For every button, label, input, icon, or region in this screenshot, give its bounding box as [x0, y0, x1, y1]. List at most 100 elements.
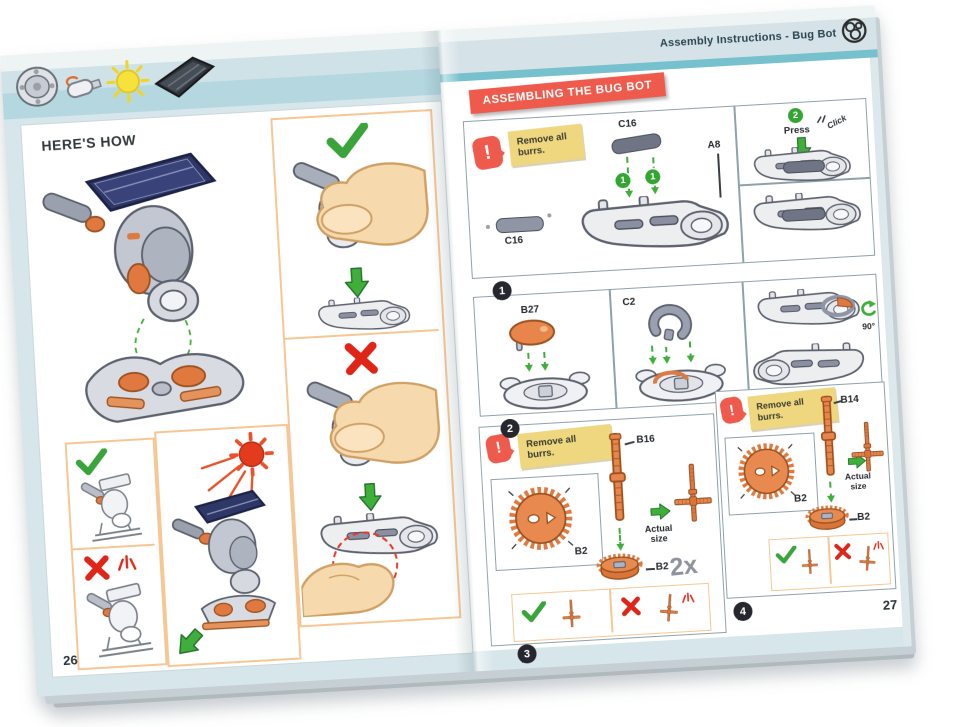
part-b2-gear [591, 550, 649, 585]
motor-icon [16, 66, 59, 107]
panel-divider [72, 543, 155, 551]
sprocket-gear-illustration [733, 438, 801, 506]
panel-divider [741, 282, 750, 401]
robot-wrong-illustration [81, 582, 161, 660]
left-page: HERE'S HOW [0, 30, 475, 697]
pressed-pad [781, 207, 827, 223]
part-label-b16: B16 [636, 433, 656, 446]
battery-connector-icon [65, 76, 102, 99]
bug-bot-exploded-illustration [28, 140, 284, 438]
arrow-down-icon [357, 483, 383, 512]
check-icon [521, 601, 548, 622]
rotate-90-label: 90° [861, 320, 876, 332]
click-burst-icon [816, 115, 826, 124]
check-icon [775, 546, 798, 564]
panel-divider [608, 290, 618, 408]
part-label-c16: C16 [504, 234, 524, 248]
open-booklet-spread: HERE'S HOW [0, 5, 912, 697]
part-label-b27: B27 [520, 304, 540, 317]
correct-assembly-illustration [560, 593, 582, 634]
motor-base-illustration [488, 369, 602, 413]
wrong-assembly-illustration [658, 588, 681, 629]
part-c2-ring [641, 295, 701, 347]
part-label-b2-box: B2 [793, 493, 808, 505]
pressed-pad [782, 159, 826, 174]
sunlight-panel [154, 423, 302, 668]
warning-icon: ! [718, 395, 746, 425]
chassis-illustration [573, 191, 734, 258]
panel-divider [608, 589, 613, 633]
panel-divider [827, 536, 832, 584]
step1-panel: ! Remove all burrs. C16 C16 1 1 A8 2 Pre… [462, 97, 876, 279]
part-label-b2: B2 [856, 511, 871, 524]
press-label: Press [783, 124, 811, 137]
body-base-illustration [303, 294, 423, 337]
robot-orientation-panel [64, 437, 168, 671]
warning-note: Remove all burrs. [517, 423, 615, 469]
placement-arrow [618, 527, 622, 548]
placement-arrow [543, 351, 547, 368]
leader-line [645, 567, 655, 570]
part-c16-pad [610, 132, 663, 156]
part-label-c2: C2 [622, 296, 636, 309]
part-label-c16-top: C16 [617, 118, 637, 131]
page-number-left: 26 [62, 652, 79, 669]
warning-note: Remove all burrs. [507, 123, 585, 167]
actual-size-cross-illustration [669, 440, 717, 546]
booklet: HERE'S HOW [0, 5, 917, 708]
part-label-b2-box: B2 [574, 545, 588, 558]
right-page: Assembly Instructions - Bug Bot ASSEMBLI… [437, 5, 912, 672]
robot-solar-illustration [169, 483, 285, 637]
solar-panel-icon [154, 56, 216, 98]
sprocket-gear-illustration [503, 480, 579, 556]
cross-icon [620, 596, 641, 617]
cross-icon [83, 554, 110, 581]
hands-holding-part-wrong-illustration [293, 373, 445, 489]
right-wrong-box [511, 582, 712, 643]
robot-correct-illustration [73, 472, 153, 544]
screw-hole [485, 224, 491, 230]
step-badge-4: 4 [732, 601, 753, 622]
part-b2-gear [800, 502, 854, 535]
step3-panel: ! Remove all burrs. B2 B16 B2 Actual siz… [478, 413, 727, 647]
check-icon [75, 448, 108, 476]
placement-arrow [651, 345, 654, 362]
substep-badge-1b: 1 [644, 168, 661, 185]
screw-hole [547, 213, 552, 218]
check-icon [325, 123, 371, 159]
hands-holding-part-illustration [281, 153, 433, 271]
hand-illustration [299, 546, 397, 617]
part-b14-shaft [816, 391, 841, 480]
correct-assembly-illustration [799, 540, 820, 585]
installed-ring-highlight [653, 370, 689, 385]
leader-line [849, 518, 858, 521]
alert-sparks-icon [115, 549, 140, 572]
part-c16-small [495, 215, 545, 234]
step2-panel: B27 C2 90° [472, 273, 884, 417]
arrow-down-icon [343, 267, 371, 298]
warning-icon: ! [471, 134, 505, 172]
sun-icon [106, 59, 150, 103]
bug-bot-logo-icon [841, 18, 867, 43]
quantity-label: 2x [668, 550, 700, 582]
click-label: Click [825, 112, 848, 131]
rotate-icon [857, 299, 878, 320]
part-label-a8: A8 [707, 139, 721, 152]
part-b27-disc [505, 315, 559, 354]
alert-sparks-icon [680, 589, 697, 604]
alert-sparks-icon [871, 538, 886, 551]
page-number-right: 27 [882, 597, 898, 613]
handling-panel [270, 108, 462, 628]
placement-arrow [665, 346, 668, 361]
step4-panel: ! Remove all burrs. B2 B14 B2 Actual siz… [714, 381, 897, 599]
cross-icon [834, 543, 852, 561]
substep-badge-2: 2 [787, 107, 804, 124]
cross-icon [343, 341, 379, 377]
arrow-right-icon [650, 499, 671, 524]
installed-disc-ring [821, 294, 856, 317]
part-label-b2: B2 [655, 561, 669, 573]
right-wrong-box [768, 532, 892, 592]
placement-arrow [527, 352, 531, 369]
placement-arrow [829, 481, 833, 500]
actual-size-cross-illustration [847, 401, 888, 495]
